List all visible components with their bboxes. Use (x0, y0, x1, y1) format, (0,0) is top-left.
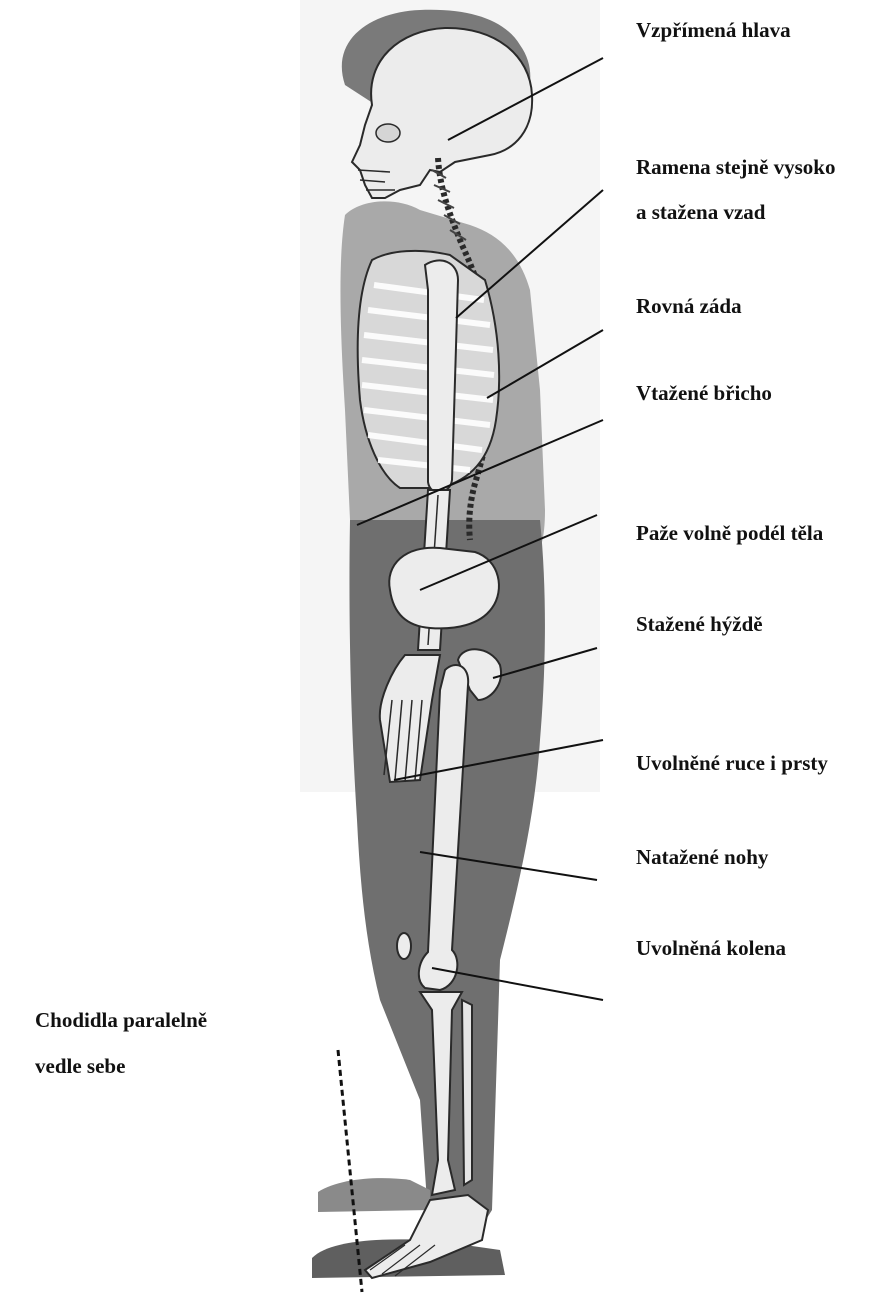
fibula (462, 1000, 472, 1185)
label-shoulders-line2: a stažena vzad (636, 202, 766, 223)
label-feet-line2: vedle sebe (35, 1056, 125, 1077)
label-buttocks: Stažené hýždě (636, 614, 763, 635)
kneecap (397, 933, 411, 959)
label-head: Vzpřímená hlava (636, 20, 791, 41)
humerus (425, 260, 458, 492)
shoe-back (318, 1178, 430, 1212)
label-knees: Uvolněná kolena (636, 938, 786, 959)
pelvis (389, 548, 499, 629)
label-shoulders-line1: Ramena stejně vysoko (636, 157, 836, 178)
label-legs: Natažené nohy (636, 847, 768, 868)
label-arms: Paže volně podél těla (636, 523, 823, 544)
label-hands: Uvolněné ruce i prsty (636, 753, 828, 774)
eye-socket (376, 124, 400, 142)
label-feet-line1: Chodidla paralelně (35, 1010, 207, 1031)
label-belly: Vtažené břicho (636, 383, 772, 404)
label-back: Rovná záda (636, 296, 742, 317)
